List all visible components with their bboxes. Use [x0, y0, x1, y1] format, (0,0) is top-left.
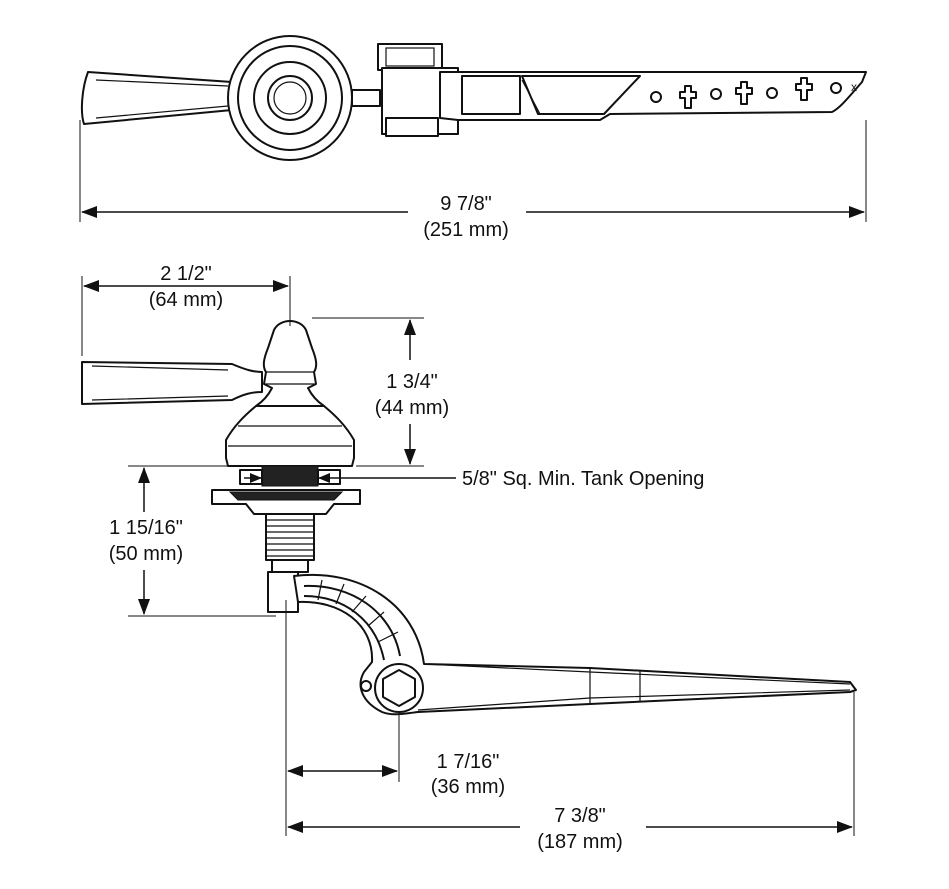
- top-escutcheon-outer: [227, 35, 353, 161]
- top-escutcheon-ring: [237, 45, 343, 151]
- top-arm-hole-4: [830, 82, 842, 94]
- side-shank-tip: [271, 559, 309, 573]
- escutcheon-height-inch: 1 3/4": [386, 371, 438, 393]
- top-arm-hole-1: [650, 91, 662, 103]
- side-curved-arm: [293, 573, 857, 716]
- escutcheon-height-mm: (44 mm): [375, 397, 449, 419]
- top-escutcheon-core: [273, 81, 307, 115]
- top-arm-keyhole-2: [735, 81, 753, 105]
- top-arm-hole-3: [766, 87, 778, 99]
- top-arm-rib: [521, 79, 541, 115]
- side-arm-rail-outer: [303, 584, 401, 657]
- handle-length-inch: 2 1/2": [160, 263, 212, 285]
- top-arm-hole-2: [710, 88, 722, 100]
- overall-length-inch: 9 7/8": [440, 193, 492, 215]
- side-threaded-shank: [265, 513, 315, 561]
- side-shank-threads: [266, 519, 314, 557]
- top-shank: [351, 89, 381, 107]
- side-escutcheon: [225, 405, 355, 467]
- overall-length-dimension: 9 7/8" (251 mm): [79, 120, 867, 241]
- top-escutcheon-inner: [253, 61, 327, 135]
- side-lever-block: [267, 571, 299, 613]
- top-escutcheon-hub: [267, 75, 313, 121]
- side-view: [81, 320, 857, 716]
- tank-opening-callout: 5/8" Sq. Min. Tank Opening: [244, 468, 704, 490]
- arm-length-inch: 7 3/8": [554, 805, 606, 827]
- side-arm-ribs: [317, 579, 399, 643]
- top-arm: [439, 71, 867, 121]
- side-arm-rail-inner: [303, 595, 385, 661]
- top-arm-window-left: [461, 75, 521, 115]
- shank-length-inch: 1 15/16": [109, 517, 183, 539]
- top-handle-detail: [95, 79, 229, 119]
- top-view: x: [80, 35, 867, 161]
- arm-offset-dimension: 1 7/16" (36 mm): [285, 600, 505, 836]
- arm-marker: x: [851, 80, 857, 94]
- shank-length-mm: (50 mm): [109, 543, 183, 565]
- top-arm-keyhole-3: [795, 77, 813, 101]
- arm-length-mm: (187 mm): [537, 831, 623, 853]
- side-arm-pin-hole: [360, 680, 372, 692]
- side-hex-nut: [382, 669, 416, 707]
- arm-offset-mm: (36 mm): [431, 776, 505, 798]
- overall-length-mm: (251 mm): [423, 219, 509, 241]
- escutcheon-height-dimension: 1 3/4" (44 mm): [312, 317, 449, 467]
- side-flange-detail: [228, 491, 344, 501]
- side-finial: [255, 320, 325, 407]
- tank-opening-label: 5/8" Sq. Min. Tank Opening: [462, 468, 704, 490]
- arm-length-dimension: 7 3/8" (187 mm): [287, 692, 855, 853]
- top-nut-detail: [385, 47, 435, 67]
- side-tank-opening-plug: [261, 465, 319, 487]
- shank-length-dimension: 1 15/16" (50 mm): [109, 465, 276, 617]
- side-handle-detail: [91, 365, 229, 401]
- handle-length-dimension: 2 1/2" (64 mm): [81, 263, 291, 356]
- top-lower-nut: [385, 117, 439, 137]
- side-handle: [81, 361, 263, 405]
- top-arm-keyhole-1: [679, 85, 697, 109]
- arm-offset-inch: 1 7/16": [437, 751, 500, 773]
- handle-length-mm: (64 mm): [149, 289, 223, 311]
